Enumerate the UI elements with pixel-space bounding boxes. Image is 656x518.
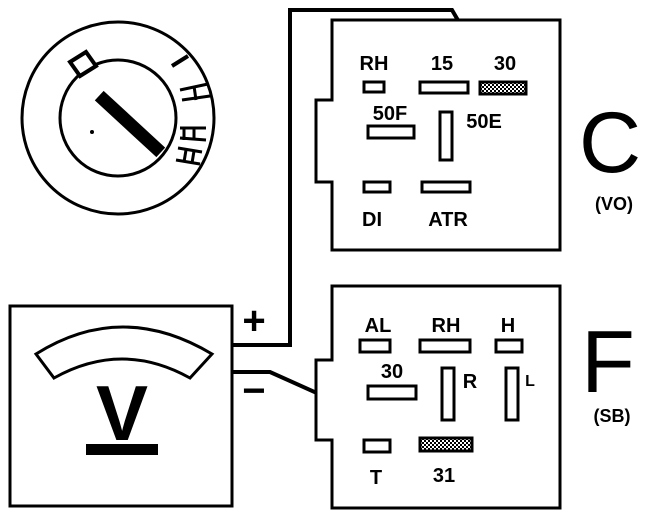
connector-c-title: C [579,95,641,191]
pin-c-rh [362,80,386,94]
pin-f-h [494,338,524,354]
connector-c-subtitle: (VO) [595,194,633,214]
pin-f-t [362,438,392,454]
pin-c-50f [366,124,416,140]
connector-f-title: F [581,312,635,411]
pin-label-c-30: 30 [494,53,516,75]
pin-label-f-h: H [501,315,515,337]
pin-c-15 [418,80,470,95]
switch-key-slot [94,90,166,158]
switch-dot [90,130,94,134]
pin-label-f-rh: RH [432,315,461,337]
pin-label-c-15: 15 [431,53,453,75]
pin-f-r [440,366,456,422]
pin-label-f-l: L [525,373,535,390]
switch-position-mark-1 [170,54,190,68]
switch-position-mark-2 [179,82,211,102]
connector-c: RH 15 30 50F 50E DI ATR C (VO) [314,18,641,252]
switch-position-mark-3 [179,126,207,142]
pin-label-f-r: R [463,371,478,393]
pin-label-c-di: DI [362,209,382,231]
pin-c-50e [438,110,454,162]
pin-f-l [504,366,520,422]
pin-label-f-30: 30 [381,361,403,383]
negative-terminal-label: − [242,369,265,413]
pin-label-c-atr: ATR [428,209,468,231]
pin-label-f-al: AL [365,315,392,337]
pin-f-rh [418,338,472,354]
pin-label-c-rh: RH [360,53,389,75]
positive-terminal-label: + [242,299,265,343]
connector-f: AL RH H 30 R L T 31 F (SB) [314,284,635,510]
pin-label-c-50e: 50E [466,111,502,133]
switch-position-mark-0 [67,49,99,79]
voltmeter-underline [86,444,158,455]
pin-c-30 [478,80,528,96]
voltmeter: V [8,304,234,508]
connector-f-subtitle: (SB) [594,406,631,426]
voltmeter-scale-arc [33,325,215,380]
pin-f-al [358,338,392,354]
ignition-switch-icon [20,20,216,216]
pin-label-c-50f: 50F [373,103,407,125]
pin-label-f-31: 31 [433,465,455,487]
switch-position-mark-4 [175,146,203,166]
pin-c-di [362,180,392,194]
pin-f-31 [418,436,474,453]
pin-label-f-t: T [370,467,382,489]
pin-c-atr [420,180,472,194]
pin-f-30 [366,384,418,401]
voltmeter-symbol: V [96,369,148,457]
